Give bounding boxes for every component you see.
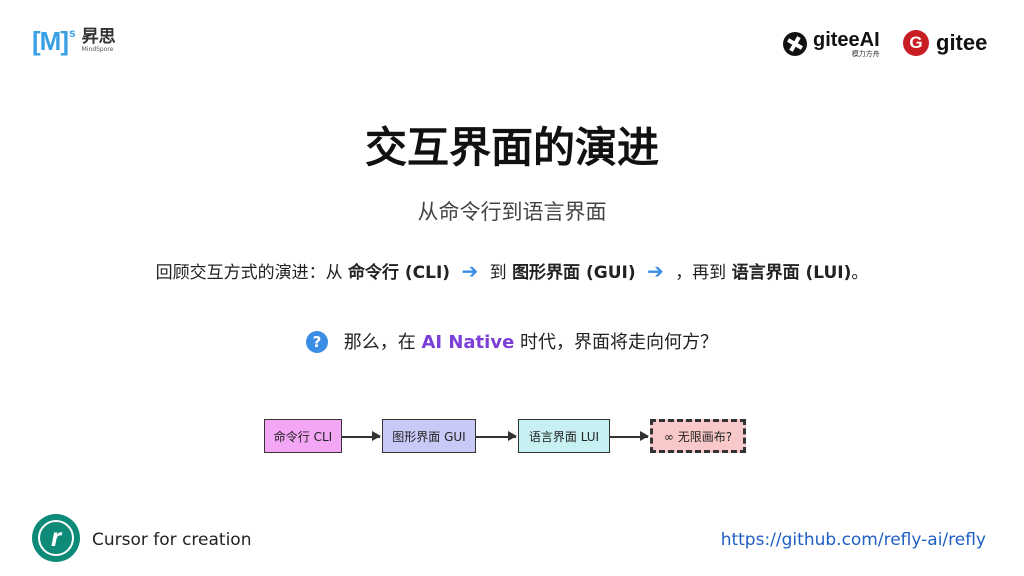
evolution-lui: 语言界面 (LUI) xyxy=(731,263,852,283)
evolution-prefix: 回顾交互方式的演进：从 xyxy=(155,263,343,283)
flow-arrow-2 xyxy=(476,432,517,440)
flow-arrow-1 xyxy=(342,432,381,440)
mindspore-en-name: MindSpore xyxy=(81,46,114,53)
repo-link[interactable]: https://github.com/refly-ai/refly xyxy=(720,530,986,550)
evolution-gui: 图形界面 (GUI) xyxy=(512,263,636,283)
gitee-ai-name: giteeAI xyxy=(813,29,880,51)
slide-title: 交互界面的演进 xyxy=(364,123,659,172)
flow-node-lui: 语言界面 LUI xyxy=(518,419,610,453)
evolution-again: ，再到 xyxy=(675,263,727,283)
evolution-sentence: 回顾交互方式的演进：从 命令行 (CLI) ➔ 到 图形界面 (GUI) ➔ ，… xyxy=(0,258,1024,283)
gitee-icon: G xyxy=(903,30,929,56)
gitee-name: gitee xyxy=(936,30,988,55)
flow-arrow-3 xyxy=(610,432,649,440)
gitee-ai-logo: giteeAI 模力方舟 xyxy=(783,30,880,58)
question-sentence: ? 那么，在 AI Native 时代，界面将走向何方？ xyxy=(0,328,1024,354)
ai-native-highlight: AI Native xyxy=(421,332,515,353)
slide-subtitle: 从命令行到语言界面 xyxy=(417,200,607,224)
mindspore-cn-name: 昇思 xyxy=(81,27,116,47)
arrow-right-icon: ➔ xyxy=(647,259,664,283)
refly-logo-letter: r xyxy=(38,520,74,556)
evolution-flow-diagram: 命令行 CLI 图形界面 GUI 语言界面 LUI ∞ 无限画布? xyxy=(264,419,754,457)
flow-node-cli: 命令行 CLI xyxy=(264,419,342,453)
evolution-cli: 命令行 (CLI) xyxy=(347,263,451,283)
evolution-to: 到 xyxy=(489,263,507,283)
gitee-ai-subtitle: 模力方舟 xyxy=(851,50,880,58)
flow-node-infinite-canvas: ∞ 无限画布? xyxy=(650,419,746,453)
refly-logo-icon: r xyxy=(32,514,80,562)
question-suffix: 时代，界面将走向何方？ xyxy=(520,332,719,353)
flow-node-gui: 图形界面 GUI xyxy=(382,419,476,453)
arrow-right-icon: ➔ xyxy=(461,259,479,283)
evolution-end: 。 xyxy=(851,263,869,283)
gitee-logo: G gitee xyxy=(903,30,987,56)
mindspore-logo: [M] s 昇思 MindSpore xyxy=(32,26,116,56)
gitee-ai-icon xyxy=(783,32,807,56)
question-prefix: 那么，在 xyxy=(343,332,416,353)
footer-tagline: Cursor for creation xyxy=(92,530,252,550)
mindspore-mark: [M] xyxy=(32,26,69,56)
question-icon: ? xyxy=(305,331,328,353)
mindspore-sup: s xyxy=(68,26,76,40)
